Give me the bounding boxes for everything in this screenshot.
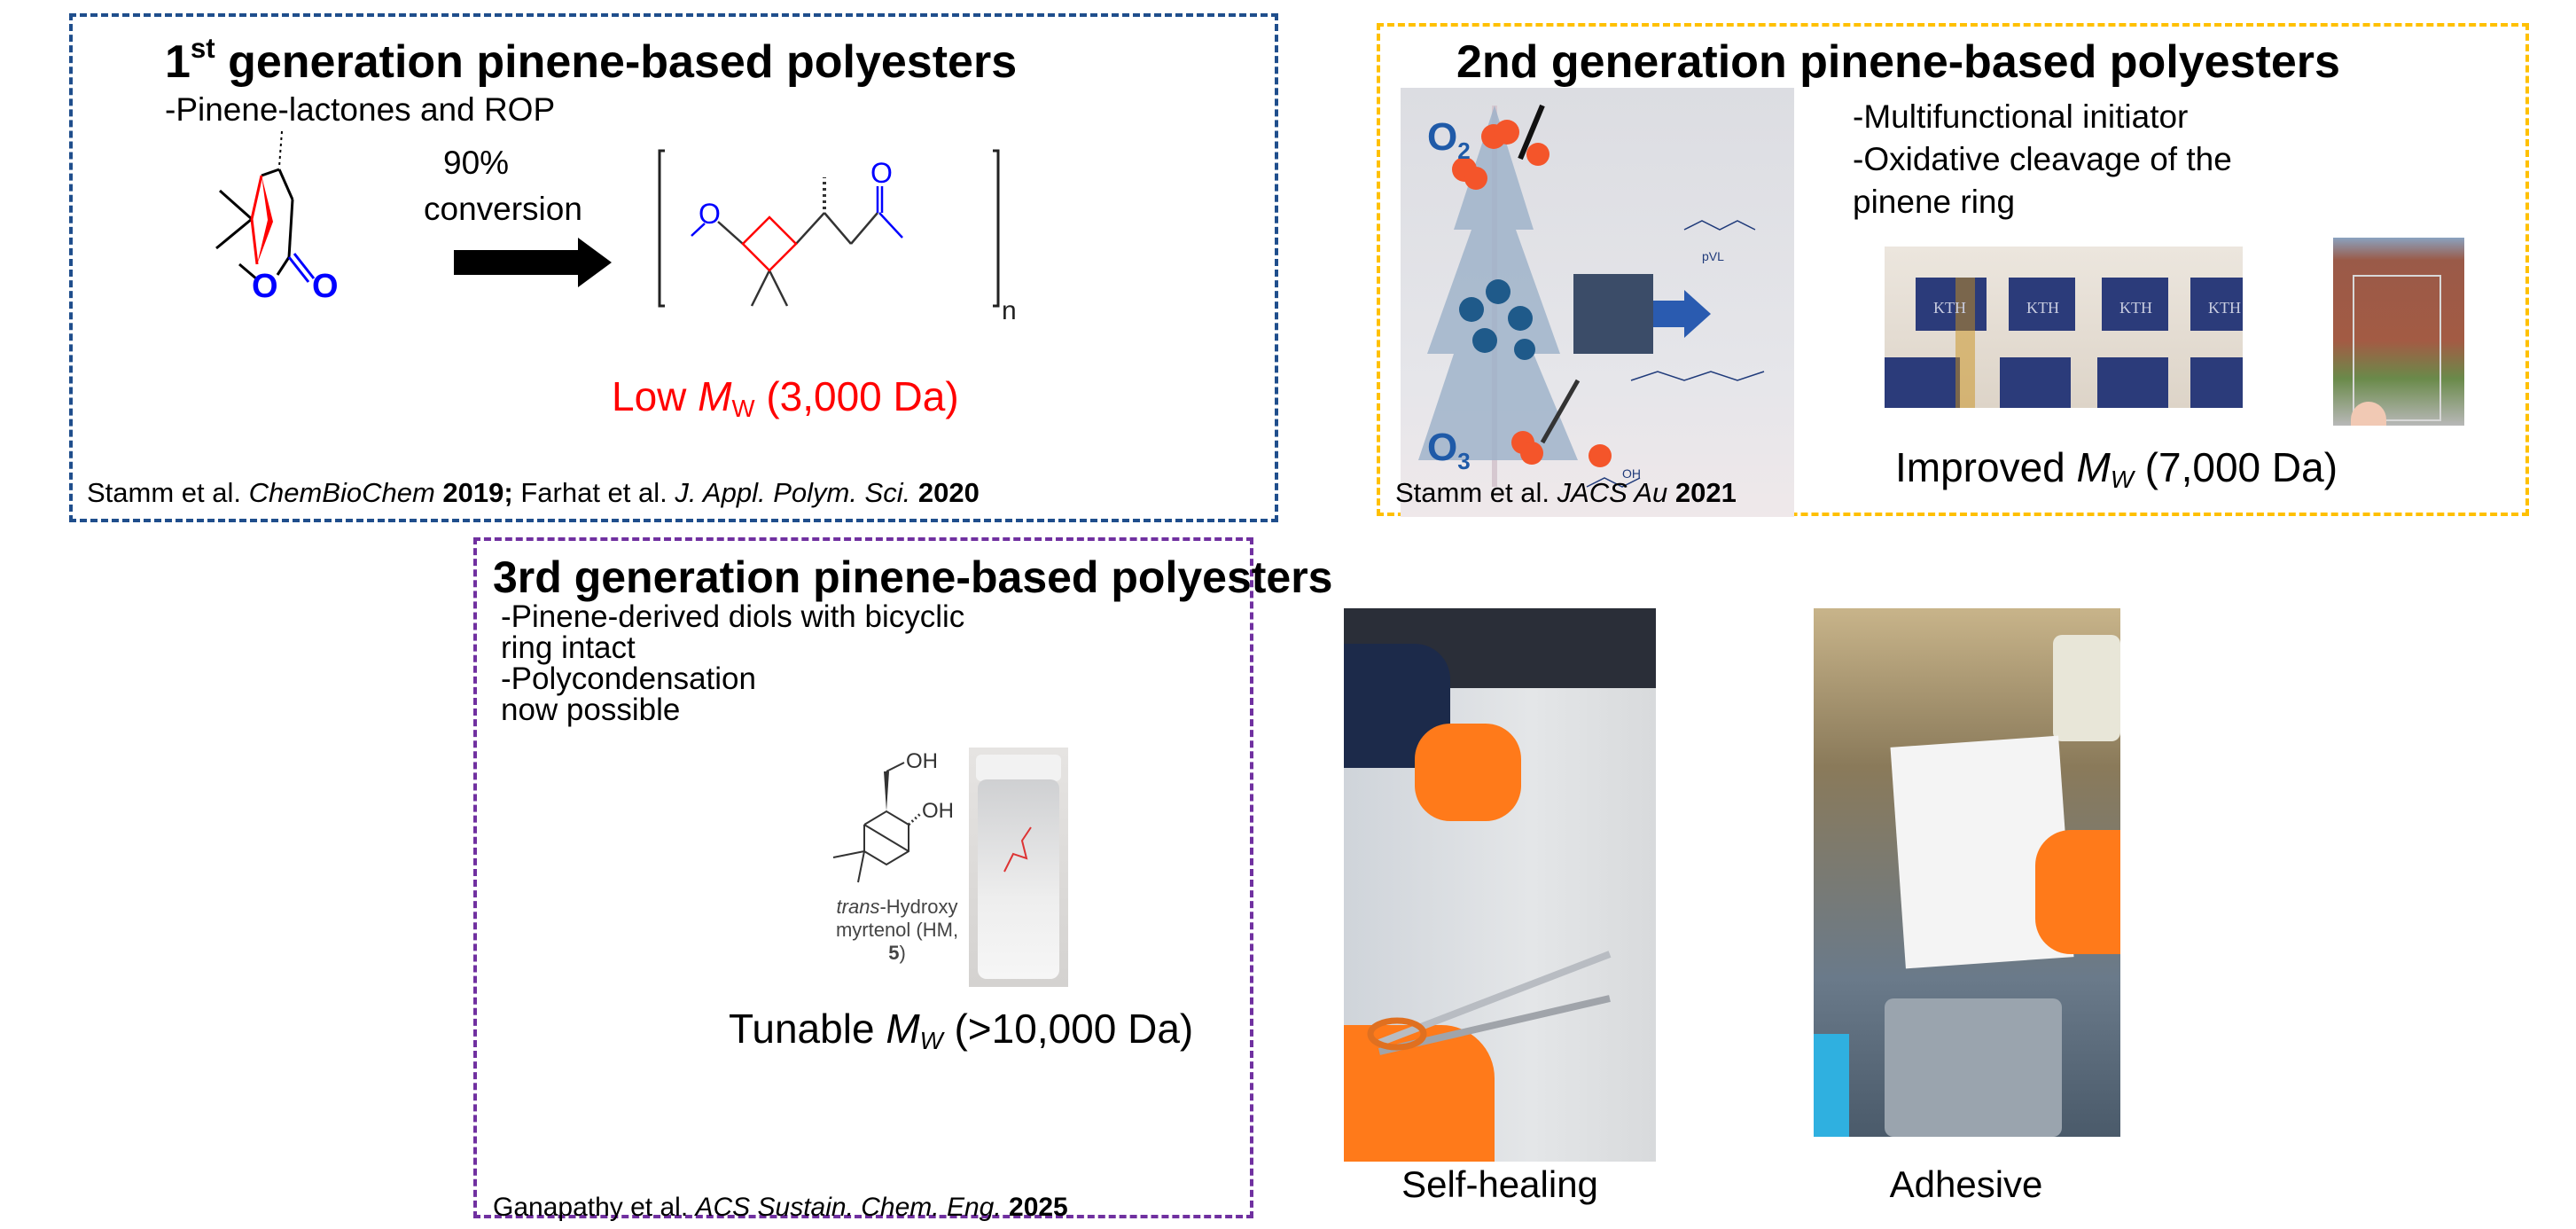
gen3-mw-value: (>10,000 Da)	[942, 1006, 1194, 1052]
cite-year: 2021	[1667, 477, 1737, 508]
gen3-bullets: -Pinene-derived diols with bicyclic ring…	[501, 601, 964, 725]
cite-journal: ChemBioChem	[248, 477, 435, 508]
gen3-citation: Ganapathy et al. ACS Sustain. Chem. Eng.…	[493, 1193, 1068, 1223]
cite-journal: JACS Au	[1557, 477, 1668, 508]
gen2-mw-sub: W	[2110, 465, 2134, 493]
molecule-name-italic: trans	[836, 896, 880, 918]
self-healing-caption: Self-healing	[1401, 1163, 1598, 1205]
conversion-label: conversion	[424, 191, 582, 227]
gen1-title-rest: generation pinene-based polyesters	[215, 36, 1018, 88]
gen3-bullet: now possible	[501, 693, 681, 727]
gen3-panel	[473, 537, 1253, 1218]
gen2-mw-label: Improved MW (7,000 Da)	[1895, 443, 2338, 494]
gen3-bullet: ring intact	[501, 630, 636, 665]
ether-oxygen-label: O	[699, 198, 721, 230]
molecule-name: trans-Hydroxy myrtenol (HM, 5)	[826, 896, 968, 965]
self-healing-photo	[1344, 608, 1656, 1162]
hm-vial-photo	[969, 748, 1068, 987]
conversion-percent: 90%	[443, 145, 510, 181]
gen2-title: 2nd generation pinene-based polyesters	[1456, 36, 2340, 88]
gen2-bullets: -Multifunctional initiator -Oxidative cl…	[1853, 96, 2232, 223]
gen1-mw-prefix: Low	[612, 373, 699, 419]
cite-authors: Ganapathy et al.	[493, 1193, 696, 1222]
gen2-bullet: pinene ring	[1853, 184, 2016, 220]
oxidative-cleavage-graphic: O2 O3 pVL OH	[1401, 88, 1794, 517]
molecule-name-line2: myrtenol (HM,	[835, 919, 959, 941]
gen2-mw-symbol: M	[2076, 444, 2111, 490]
oh-label: OH	[906, 749, 938, 773]
gen1-title: 1st generation pinene-based polyesters	[165, 35, 1017, 89]
gen2-mw-value: (7,000 Da)	[2133, 444, 2338, 490]
adhesive-photo	[1814, 608, 2120, 1137]
gen2-bullet: -Multifunctional initiator	[1853, 98, 2189, 135]
oh-label: OH	[922, 799, 954, 823]
gen2-mw-prefix: Improved	[1895, 444, 2077, 490]
gen1-panel	[69, 13, 1278, 522]
pinene-lactone-structure: O O	[215, 130, 339, 305]
gen1-mw-sub: W	[731, 394, 755, 422]
gen1-title-sup: st	[190, 33, 215, 65]
gen1-title-num: 1	[165, 36, 191, 88]
kth-logo-text: KTH	[2208, 299, 2241, 317]
cite-year: 2020	[910, 477, 980, 508]
gen3-mw-prefix: Tunable	[729, 1006, 886, 1052]
hydroxy-myrtenol-structure: OH OH	[832, 749, 954, 883]
gen2-panel	[1377, 23, 2529, 516]
cite-authors: Farhat et al.	[512, 477, 675, 508]
molecule-name-end: )	[899, 942, 906, 964]
ester-oxygen-label: O	[870, 157, 893, 189]
gen1-bullet: -Pinene-lactones and ROP	[165, 91, 556, 128]
gen3-mw-sub: W	[919, 1026, 943, 1054]
cite-year: 2025	[1001, 1193, 1068, 1222]
kth-coated-glass-photo: KTH KTH KTH KTH	[1885, 247, 2243, 408]
gen1-mw-symbol: M	[698, 373, 732, 419]
adhesive-caption: Adhesive	[1889, 1163, 2043, 1205]
gen3-bullet: -Polycondensation	[501, 661, 756, 696]
gen2-bullet: -Oxidative cleavage of the	[1853, 141, 2232, 177]
kth-logo-text: KTH	[2026, 299, 2059, 317]
carbonyl-oxygen-label: O	[312, 268, 339, 305]
kth-logo-text: KTH	[2119, 299, 2152, 317]
o2-label: O2	[1427, 115, 1471, 164]
oh-label: OH	[1622, 466, 1641, 481]
gen3-mw-label: Tunable MW (>10,000 Da)	[729, 1005, 1193, 1055]
cite-journal: J. Appl. Polym. Sci.	[675, 477, 911, 508]
gen3-bullet: -Pinene-derived diols with bicyclic	[501, 599, 965, 634]
gen2-citation: Stamm et al. JACS Au 2021	[1395, 477, 1737, 509]
polyester-repeat-unit-structure: O O n	[658, 149, 1017, 325]
gen3-title: 3rd generation pinene-based polyesters	[493, 552, 1333, 602]
gen3-mw-symbol: M	[886, 1006, 920, 1052]
reaction-arrow	[454, 238, 612, 287]
o3-label: O3	[1427, 426, 1471, 474]
molecule-name-rest: -Hydroxy	[879, 896, 958, 918]
cite-journal: ACS Sustain. Chem. Eng.	[695, 1193, 1002, 1222]
ring-oxygen-label: O	[252, 268, 278, 305]
cite-authors: Stamm et al.	[1395, 477, 1557, 508]
pvl-label: pVL	[1702, 249, 1724, 263]
kth-logo-text: KTH	[1933, 299, 1966, 317]
cite-authors: Stamm et al.	[87, 477, 249, 508]
repeat-n-label: n	[1002, 296, 1017, 325]
gen1-mw-label: Low MW (3,000 Da)	[612, 372, 959, 423]
gen1-mw-value: (3,000 Da)	[754, 373, 959, 419]
transparent-film-window-photo	[2333, 238, 2464, 426]
molecule-number: 5	[888, 942, 900, 964]
cite-year: 2019;	[434, 477, 513, 508]
gen1-citation: Stamm et al. ChemBioChem 2019; Farhat et…	[87, 477, 980, 509]
